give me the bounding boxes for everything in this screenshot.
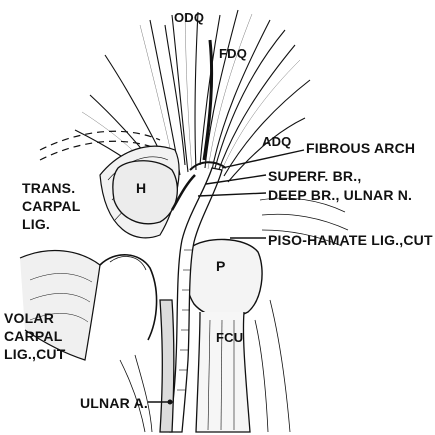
label-volar-carpal-1: VOLAR xyxy=(4,310,54,326)
label-fcu: FCU xyxy=(216,330,243,345)
label-trans-carpal-1: TRANS. xyxy=(22,180,75,196)
ulnar-artery-pointer-dot xyxy=(168,400,173,405)
label-hamate: H xyxy=(136,180,146,196)
label-adq: ADQ xyxy=(262,134,292,149)
label-volar-carpal-2: CARPAL xyxy=(4,328,63,344)
ulnar-artery xyxy=(160,300,174,432)
label-fibrous-arch: FIBROUS ARCH xyxy=(306,140,415,156)
muscle-shading xyxy=(82,14,300,182)
label-trans-carpal-2: CARPAL xyxy=(22,198,81,214)
label-deep-br: DEEP BR., ULNAR N. xyxy=(268,187,412,203)
label-trans-carpal-3: LIG. xyxy=(22,216,50,232)
superficial-branch xyxy=(204,40,212,160)
hypothenar-muscle-fibers xyxy=(75,10,310,185)
label-volar-carpal-3: LIG.,CUT xyxy=(4,346,65,362)
pisiform-bone xyxy=(185,239,262,317)
label-superf-br: SUPERF. BR., xyxy=(268,168,361,184)
label-ulnar-artery: ULNAR A. xyxy=(80,395,148,411)
label-pisiform: P xyxy=(216,258,226,274)
label-odq: ODQ xyxy=(174,10,204,25)
label-piso-hamate: PISO-HAMATE LIG.,CUT xyxy=(268,232,433,248)
label-fdq: FDQ xyxy=(219,46,247,61)
